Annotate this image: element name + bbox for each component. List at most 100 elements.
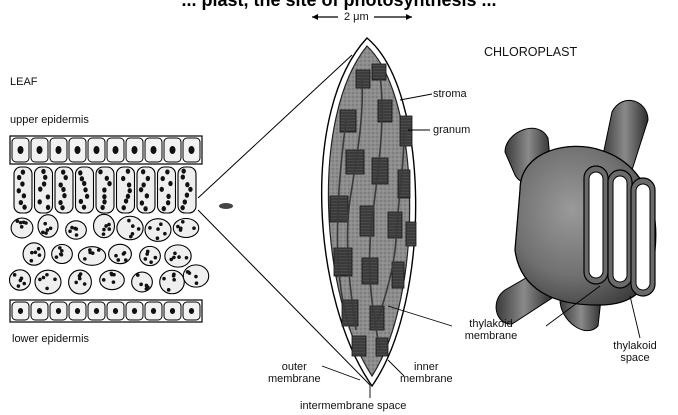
chloroplast-dot (127, 182, 131, 187)
chloroplast-dot (102, 194, 106, 199)
chloroplast-dot (121, 176, 125, 181)
chloroplast-dot (42, 276, 46, 280)
chloroplast-dot (45, 273, 49, 277)
nucleus (113, 308, 118, 314)
chloroplast-dot (22, 282, 26, 286)
inner-membrane-line2: membrane (400, 373, 453, 385)
chloroplast-dot (136, 273, 140, 277)
chloroplast-dot (149, 260, 153, 264)
outer-membrane-label: outer membrane (268, 361, 321, 385)
chloroplast-dot (156, 236, 160, 240)
nucleus (189, 308, 194, 314)
chloroplast-dot (144, 257, 148, 261)
chloroplast-dot (145, 287, 149, 291)
chloroplast-dot (60, 205, 64, 210)
nucleus (18, 308, 23, 314)
chloroplast-dot (185, 256, 189, 260)
chloroplast-dot (53, 277, 57, 281)
chloroplast-dot (195, 281, 199, 285)
spongy-cell (78, 247, 105, 266)
chloroplast-dot (192, 226, 196, 230)
chloroplast-dot (128, 188, 132, 193)
chloroplast-dot (146, 176, 150, 181)
chloroplast-dot (42, 181, 46, 186)
granum-stack (406, 222, 416, 246)
chloroplast-dot (105, 176, 109, 181)
chloroplast-dot (46, 205, 50, 210)
chloroplast-dot (177, 255, 181, 259)
chloroplast-dot (185, 193, 189, 198)
nucleus (151, 308, 156, 314)
granum-body (372, 64, 386, 80)
chloroplast-dot (79, 199, 83, 204)
chloroplast-dot (163, 232, 167, 236)
chloroplast-dot (186, 270, 190, 274)
palisade-cell (178, 167, 196, 213)
chloroplast-dot (146, 250, 150, 254)
thylakoid-space-line1: thylakoid (600, 340, 670, 352)
nucleus (94, 308, 99, 314)
granum-label: granum (433, 124, 470, 136)
chloroplast-dot (13, 273, 17, 277)
chloroplast-dot (123, 251, 127, 255)
chloroplast-dot (75, 233, 79, 237)
spongy-cell (132, 272, 153, 292)
spongy-cells (10, 214, 209, 294)
chloroplast-dot (34, 250, 38, 254)
chloroplast-dot (46, 228, 50, 232)
chloroplast-dot (181, 174, 185, 179)
chloroplast-dot (154, 256, 158, 260)
chloroplast-dot (61, 170, 65, 175)
chloroplast-dot (97, 248, 101, 252)
nucleus (132, 146, 138, 154)
chloroplast-dot (58, 246, 62, 250)
chloroplast-dot (19, 221, 23, 225)
chloroplast-dot (61, 187, 65, 192)
thylakoid-membrane-label: thylakoid membrane (453, 318, 529, 342)
chloroplast-dot (159, 222, 163, 226)
chloroplast-dot (156, 227, 160, 231)
spongy-cell (160, 270, 185, 293)
chloroplast-dot (75, 227, 79, 231)
thylakoid-ring (608, 170, 632, 288)
chloroplast-dot (145, 193, 149, 198)
chloroplast-dot (82, 205, 86, 210)
chloroplast-dot (83, 257, 87, 261)
lower-epidermis-label: lower epidermis (12, 333, 89, 345)
chloroplast-dot (181, 220, 185, 224)
chloroplast-dot (17, 284, 21, 288)
nucleus (56, 146, 62, 154)
chloroplast-dot (139, 283, 143, 287)
chloroplast-dot (148, 226, 152, 230)
nucleus (18, 146, 24, 154)
chloroplast-dot (37, 247, 41, 251)
chloroplast-dot (64, 175, 68, 180)
chloroplast-dot (137, 227, 141, 231)
chloroplast-dot (43, 175, 47, 180)
ring-inner (589, 172, 603, 278)
chloroplast-dot (49, 227, 53, 231)
chloroplast-dot (124, 258, 128, 262)
chloroplast-dot (122, 205, 126, 210)
chloroplast-dot (91, 251, 95, 255)
nucleus (37, 146, 43, 154)
chloroplast-dot (44, 231, 48, 235)
nucleus (94, 146, 100, 154)
chloroplast-dot (165, 169, 169, 174)
chloroplast-dot (107, 227, 111, 231)
chloroplast-dot (85, 194, 89, 199)
outer-membrane-line2: membrane (268, 373, 321, 385)
chloroplast-dot (161, 176, 165, 181)
chloroplast-dot (43, 222, 47, 226)
granum-stack (372, 64, 386, 80)
chloroplast-section (322, 38, 416, 386)
thylakoid-ring (584, 166, 608, 284)
chloroplast-dot (127, 219, 131, 223)
chloroplast-dot (78, 170, 82, 175)
nucleus (56, 308, 61, 314)
chloroplast-dot (45, 287, 49, 291)
scale-label: 2 μm (344, 11, 369, 23)
chloroplast-dot (172, 274, 176, 278)
leaf-cross-section (10, 136, 233, 322)
